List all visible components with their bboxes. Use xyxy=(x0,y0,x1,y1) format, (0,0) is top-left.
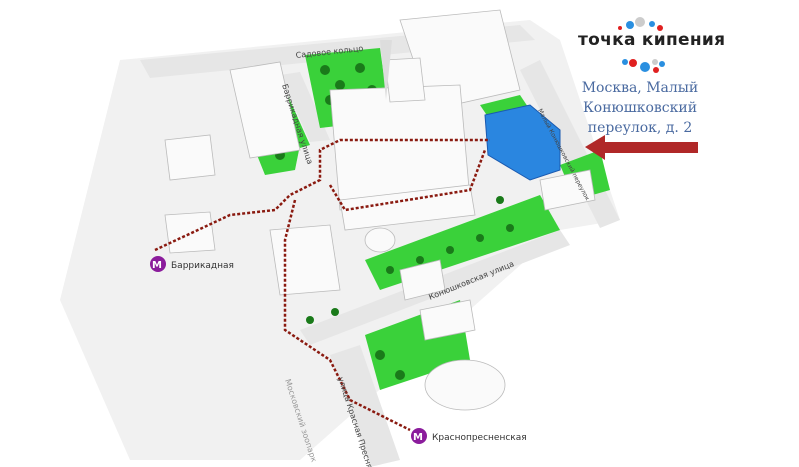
route-loop xyxy=(328,149,487,212)
metro-krasnopresnenskaya: Краснопресненская xyxy=(432,433,527,443)
metro-icon-letter: M xyxy=(413,432,423,443)
target-building xyxy=(484,104,561,181)
ground xyxy=(60,20,620,460)
route-krasnopresnenskaya xyxy=(283,199,411,432)
metro-icon-letter: M xyxy=(152,260,162,271)
address-line: переулок, д. 2 xyxy=(587,120,693,136)
arrow-icon xyxy=(585,135,698,160)
road-krasnaya-presnya xyxy=(330,345,400,467)
logo: точка кипения xyxy=(578,30,726,50)
metro-icon xyxy=(411,428,427,444)
road-barrikadnaya xyxy=(280,72,330,142)
buildings xyxy=(164,9,596,411)
address: Москва, Малый Конюшковский переулок, д. … xyxy=(580,78,700,138)
metro-icon xyxy=(150,256,166,272)
logo-dots xyxy=(618,17,665,73)
route-barrikadnaya xyxy=(154,138,490,252)
metro-barrikadnaya: Баррикадная xyxy=(171,261,234,271)
spire xyxy=(380,40,392,100)
address-line: Москва, Малый xyxy=(581,80,699,96)
address-line: Конюшковский xyxy=(582,100,698,116)
